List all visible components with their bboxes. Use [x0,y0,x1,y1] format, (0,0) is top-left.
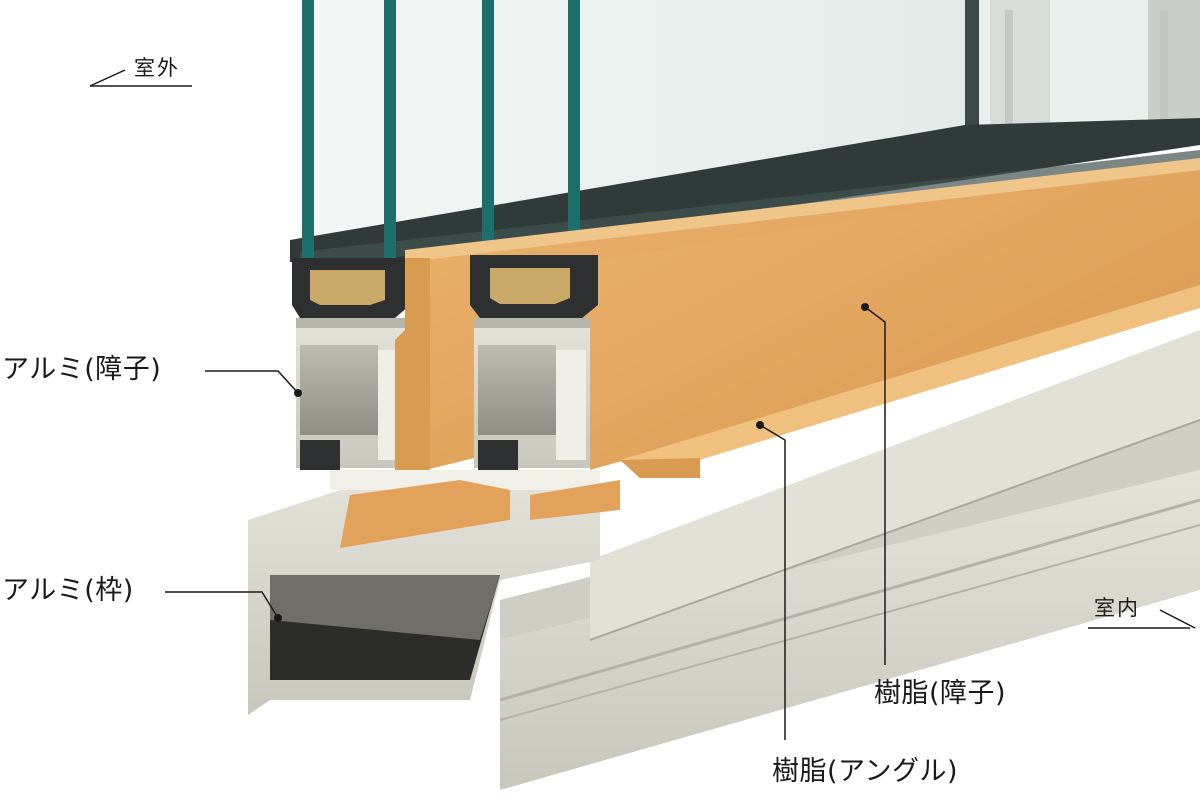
label-indoor: 室内 [1094,596,1140,620]
filled-dot-icon [274,614,282,622]
leader-dots [274,303,869,622]
label-resin-angle: 樹脂(アングル) [772,756,958,787]
indoor-marker [1088,609,1196,629]
diagonal-arrow-line-icon [1159,609,1196,629]
aluminum-sash-left [296,318,410,470]
leader-resin-angle [759,424,786,740]
diagonal-arrow-line-icon [89,69,126,87]
aluminum-frame-section [248,470,620,715]
resin-angle-body [620,285,1200,478]
leader-alu-frame [165,591,279,619]
gasket-left [292,258,410,318]
filled-dot-icon [756,421,764,429]
aluminum-sash-right [474,318,590,470]
label-alu-sash: アルミ(障子) [2,354,162,385]
glass-edge-lines [302,0,580,265]
aluminum-frame-rail [499,330,1200,790]
label-outdoor: 室外 [134,56,180,80]
gasket-right [470,255,598,318]
leader-alu-sash [205,370,299,394]
outdoor-marker [89,69,192,87]
filled-dot-icon [294,389,302,397]
label-resin-sash: 樹脂(障子) [874,678,1007,709]
leader-lines [165,306,886,740]
filled-dot-icon [861,303,869,311]
leader-resin-sash [864,306,886,665]
resin-sash-left-profile [395,258,430,480]
resin-sash-body [405,158,1200,475]
label-alu-frame: アルミ(枠) [2,575,134,606]
